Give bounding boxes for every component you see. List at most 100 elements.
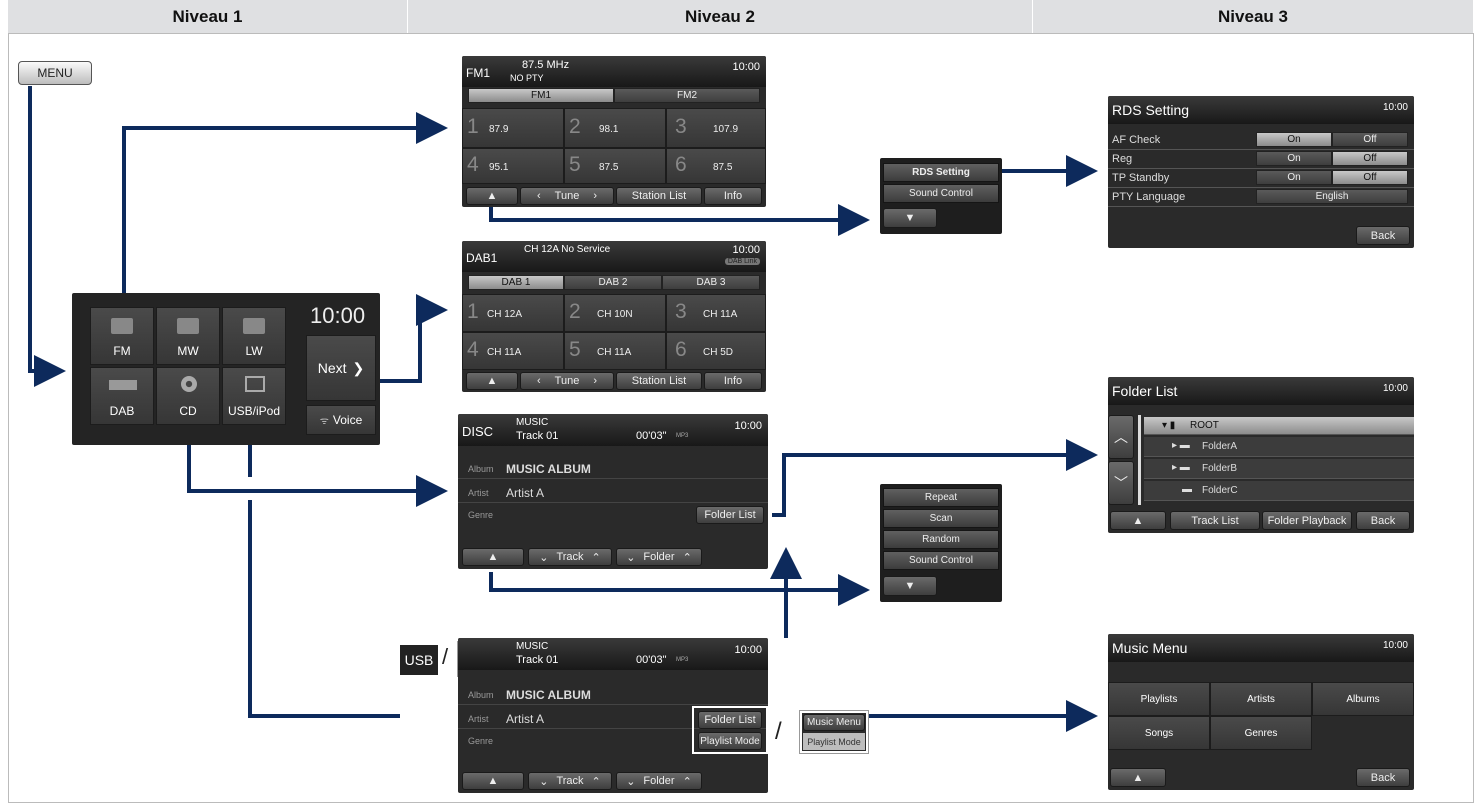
scrollbar[interactable]: [1138, 415, 1141, 505]
tab-dab3[interactable]: DAB 3: [662, 275, 760, 290]
music-folder-icon: ▬: [1182, 484, 1192, 495]
dab-info-button[interactable]: Info: [704, 372, 762, 390]
folder-label: Folder: [643, 551, 675, 563]
menu-scan[interactable]: Scan: [883, 509, 999, 528]
usb-folder-list-button[interactable]: Folder List: [698, 711, 762, 729]
fm-station-list-button[interactable]: Station List: [616, 187, 702, 205]
source-usb-ipod-button[interactable]: USB/iPod: [222, 367, 286, 425]
albums-button[interactable]: Albums: [1312, 682, 1414, 716]
menu-down-button[interactable]: ▼: [883, 208, 937, 228]
folder-playback-button[interactable]: Folder Playback: [1262, 511, 1352, 530]
dab-time: 10:00: [732, 244, 760, 256]
source-fm-label: FM: [113, 344, 131, 358]
dab-band: DAB1: [466, 251, 498, 265]
folder-list-time: 10:00: [1382, 383, 1408, 394]
dab-icon: [109, 380, 137, 390]
disc-format: MP3: [676, 433, 689, 439]
menu-rds-setting[interactable]: RDS Setting: [883, 163, 999, 182]
folder-a[interactable]: ▸ ▬ FolderA: [1144, 437, 1414, 457]
tp-standby-on[interactable]: On: [1256, 170, 1332, 185]
fm-frequency: 87.5 MHz: [522, 59, 570, 71]
rds-row-pty-language: PTY Language English: [1108, 188, 1414, 207]
tab-fm1[interactable]: FM1: [468, 88, 614, 103]
voice-label: Voice: [332, 413, 363, 427]
alt-playlist-mode-button[interactable]: Playlist Mode: [803, 733, 865, 750]
fm-up-button[interactable]: ▲: [466, 187, 518, 205]
genres-button[interactable]: Genres: [1210, 716, 1312, 750]
dab-tune-button[interactable]: ‹Tune›: [520, 372, 614, 390]
reg-off[interactable]: Off: [1332, 151, 1408, 166]
disc-folder-list-button[interactable]: Folder List: [696, 506, 764, 524]
disc-time: 10:00: [734, 420, 762, 432]
track-list-button[interactable]: Track List: [1170, 511, 1260, 530]
music-menu-button[interactable]: Music Menu: [803, 714, 865, 731]
next-button[interactable]: Next ❯: [306, 335, 376, 401]
tab-fm2[interactable]: FM2: [614, 88, 760, 103]
folder-c[interactable]: ▬ FolderC: [1144, 481, 1414, 501]
disc-track-button[interactable]: ⌄Track⌃: [528, 548, 612, 566]
menu-repeat[interactable]: Repeat: [883, 488, 999, 507]
dab-up-button[interactable]: ▲: [466, 372, 518, 390]
fm-info-button[interactable]: Info: [704, 187, 762, 205]
menu-sound-control[interactable]: Sound Control: [883, 551, 999, 570]
alt-separator: /: [775, 718, 782, 745]
songs-button[interactable]: Songs: [1108, 716, 1210, 750]
chevron-up-icon: ⌃: [591, 551, 601, 564]
music-menu-up-button[interactable]: ▲: [1110, 768, 1166, 787]
scroll-down-button[interactable]: ﹀: [1108, 461, 1134, 505]
folder-b[interactable]: ▸ ▬ FolderB: [1144, 459, 1414, 479]
tp-standby-off[interactable]: Off: [1332, 170, 1408, 185]
menu-random[interactable]: Random: [883, 530, 999, 549]
artists-button[interactable]: Artists: [1210, 682, 1312, 716]
disc-screen: DISC MUSIC Track 01 00'03" MP3 10:00 Alb…: [458, 414, 768, 569]
fm-tune-button[interactable]: ‹Tune›: [520, 187, 614, 205]
folder-back-button[interactable]: Back: [1356, 511, 1410, 530]
usb-track-button[interactable]: ⌄Track⌃: [528, 772, 612, 790]
fm-time: 10:00: [732, 61, 760, 73]
usb-time: 10:00: [734, 644, 762, 656]
reg-on[interactable]: On: [1256, 151, 1332, 166]
usb-up-button[interactable]: ▲: [462, 772, 524, 790]
dab-station-list-button[interactable]: Station List: [616, 372, 702, 390]
usb-folder-button[interactable]: ⌄Folder⌃: [616, 772, 702, 790]
rds-back-button[interactable]: Back: [1356, 226, 1410, 245]
playlists-button[interactable]: Playlists: [1108, 682, 1210, 716]
menu-button[interactable]: MENU: [18, 61, 92, 85]
voice-button[interactable]: ᯤ Voice: [306, 405, 376, 435]
tab-dab2[interactable]: DAB 2: [564, 275, 662, 290]
home-time: 10:00: [310, 303, 366, 328]
scroll-up-button[interactable]: ︿: [1108, 415, 1134, 459]
source-lw-button[interactable]: LW: [222, 307, 286, 365]
chevron-down-icon: ⌄: [626, 775, 636, 788]
pty-language-value[interactable]: English: [1256, 189, 1408, 204]
disc-folder-button[interactable]: ⌄Folder⌃: [616, 548, 702, 566]
af-check-on[interactable]: On: [1256, 132, 1332, 147]
menu-down-button[interactable]: ▼: [883, 576, 937, 596]
source-cd-button[interactable]: CD: [156, 367, 220, 425]
folder-root[interactable]: ▾ ▮ ROOT: [1144, 417, 1414, 435]
source-dab-button[interactable]: DAB: [90, 367, 154, 425]
usb-playlist-mode-button[interactable]: Playlist Mode: [698, 732, 762, 750]
disc-up-button[interactable]: ▲: [462, 548, 524, 566]
tab-dab1[interactable]: DAB 1: [468, 275, 564, 290]
source-mw-button[interactable]: MW: [156, 307, 220, 365]
folder-up-button[interactable]: ▲: [1110, 511, 1166, 530]
music-menu-back-button[interactable]: Back: [1356, 768, 1410, 787]
af-check-off[interactable]: Off: [1332, 132, 1408, 147]
menu-sound-control[interactable]: Sound Control: [883, 184, 999, 203]
disc-source: DISC: [462, 424, 494, 439]
source-fm-button[interactable]: FM: [90, 307, 154, 365]
